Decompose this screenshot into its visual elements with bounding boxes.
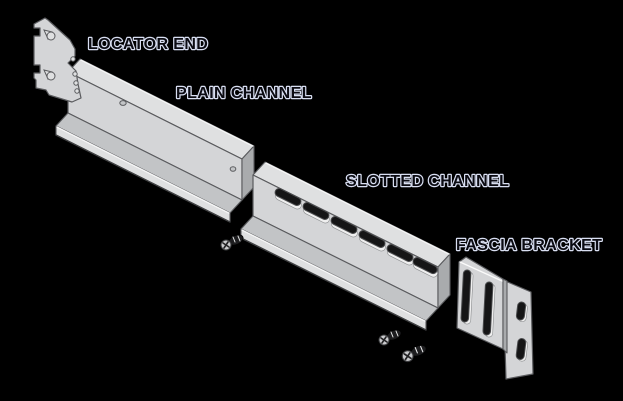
slotted-channel-lip-highlight — [241, 229, 426, 322]
fascia-oval-slot — [515, 301, 527, 321]
channel-slot — [358, 230, 386, 248]
channel-slot — [386, 244, 414, 262]
locator-rivet-hole — [74, 88, 80, 94]
fascia-bracket-drawing — [456, 256, 534, 380]
label-locator-end: LOCATOR END — [88, 36, 208, 53]
label-fascia-bracket: FASCIA BRACKET — [456, 237, 602, 254]
locator-keyhole-bottom — [43, 69, 56, 81]
locator-end-plate — [33, 17, 82, 103]
fastener-screws — [220, 234, 427, 363]
plain-channel-lip-highlight — [56, 126, 230, 214]
screw — [378, 329, 402, 346]
slotted-channel-top-highlight — [265, 162, 450, 255]
locator-rivet-hole — [72, 71, 78, 77]
locator-rivet-hole — [73, 80, 79, 86]
plain-channel-hole-right — [229, 166, 237, 172]
slotted-channel-drawing — [240, 161, 451, 331]
channel-slot — [330, 216, 358, 234]
channel-slot — [274, 188, 302, 206]
fascia-slot — [482, 281, 494, 336]
locator-rivet-hole — [70, 56, 76, 62]
screw — [220, 234, 244, 251]
fascia-top-highlight — [459, 261, 503, 282]
screw — [401, 344, 427, 363]
channel-slot — [302, 202, 330, 220]
locator-end-bracket-drawing — [33, 17, 82, 103]
fascia-slot — [460, 269, 472, 323]
fascia-fold-strip — [502, 278, 508, 354]
fascia-oval-slot — [515, 338, 527, 360]
plain-channel-top-highlight — [80, 59, 254, 147]
slotted-channel-bottom-edge — [240, 237, 427, 331]
label-plain-channel: PLAIN CHANNEL — [176, 85, 312, 102]
fascia-flange-slots — [515, 301, 528, 362]
label-slotted-channel: SLOTTED CHANNEL — [346, 173, 509, 190]
channel-slot — [412, 257, 438, 275]
plain-channel-bottom-edge — [55, 134, 231, 223]
slotted-channel-slots — [274, 188, 438, 278]
fascia-plate-slots — [460, 269, 496, 338]
plain-channel-hole-left — [119, 100, 127, 106]
locator-keyhole-top — [43, 29, 56, 41]
plain-channel-drawing — [55, 58, 255, 223]
